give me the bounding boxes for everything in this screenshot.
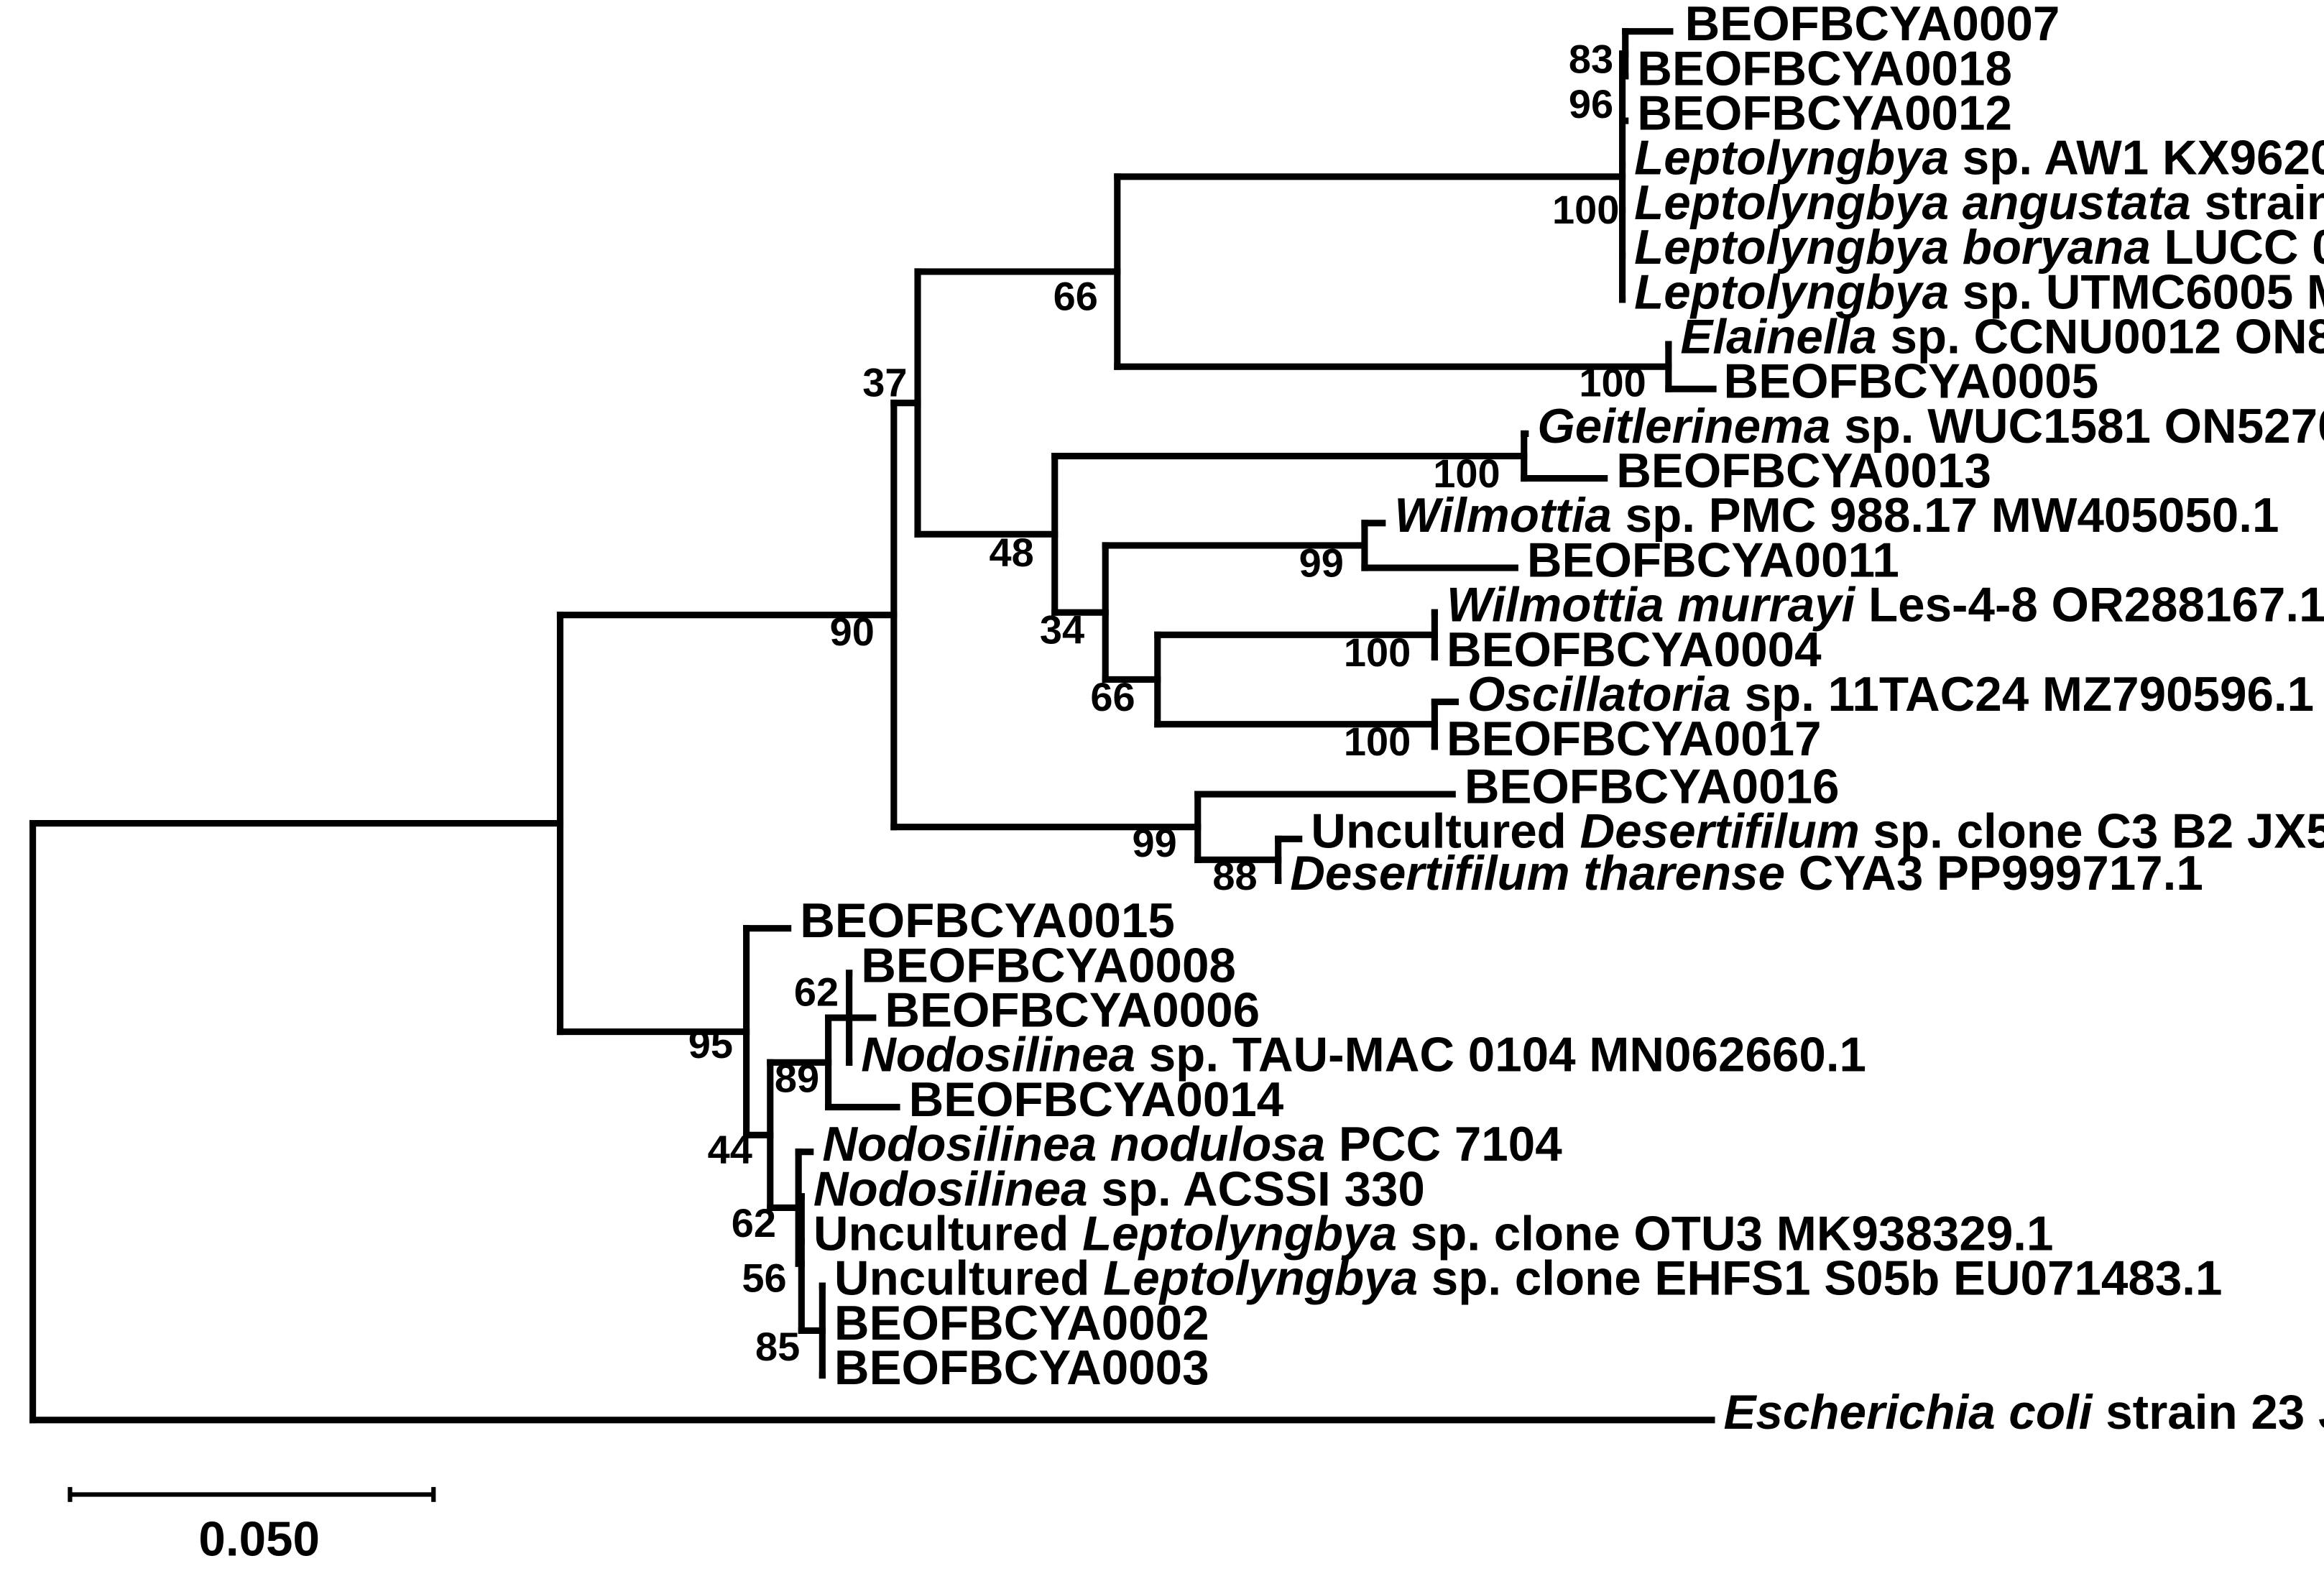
leaf-label-wilmottia-sp: Wilmottia sp. PMC 988.17 MW405050.1 (1394, 489, 2279, 543)
leaf-label-d-tharense: Desertifilum tharense CYA3 PP999717.1 (1290, 847, 2203, 901)
support-value-15: 88 (1212, 853, 1257, 898)
leaf-label-ecoli: Escherichia coli strain 23 JX467700.1 (1724, 1386, 2324, 1440)
leaf-label-unc-desert: Uncultured Desertifilum sp. clone C3 B2 … (1311, 805, 2324, 859)
leaf-label-a0018: BEOFBCYA0018 (1637, 42, 2012, 96)
leaf-label-a0013: BEOFBCYA0013 (1616, 444, 1991, 498)
scale-bar-label: 0.050 (198, 1512, 320, 1566)
support-value-12: 48 (989, 530, 1033, 575)
leaf-label-unc-otu3: Uncultured Leptolyngbya sp. clone OTU3 M… (813, 1207, 2054, 1261)
leaf-label-unc-ehfs1: Uncultured Leptolyngbya sp. clone EHFS1 … (834, 1252, 2223, 1306)
support-value-8: 100 (1344, 630, 1411, 675)
leaf-label-l-boryana: Leptolyngbya boryana LUCC 027 KF425551.1 (1634, 221, 2324, 275)
support-value-5: 66 (1053, 273, 1098, 318)
support-value-7: 99 (1299, 540, 1344, 585)
support-value-16: 90 (830, 609, 875, 654)
support-value-18: 89 (775, 1056, 819, 1101)
leaf-label-a0002: BEOFBCYA0002 (834, 1297, 1209, 1350)
support-value-3: 100 (1552, 187, 1619, 232)
leaf-label-l-angustata: Leptolyngbya angustata strain CPCC 473 N… (1634, 176, 2324, 230)
leaf-label-a0004: BEOFBCYA0004 (1447, 623, 1822, 677)
leaf-label-a0014: BEOFBCYA0014 (909, 1073, 1284, 1127)
leaf-label-w-murrayi: Wilmottia murrayi Les-4-8 OR288167.1 (1447, 579, 2324, 632)
leaf-label-lsp-utmc: Leptolyngbya sp. UTMC6005 MN733316.1 (1634, 265, 2324, 319)
support-value-20: 85 (755, 1324, 800, 1369)
leaf-label-a0017: BEOFBCYA0017 (1447, 712, 1822, 766)
leaf-label-a0016: BEOFBCYA0016 (1465, 760, 1840, 814)
leaf-label-oscillatoria: Oscillatoria sp. 11TAC24 MZ790596.1 (1467, 668, 2314, 722)
leaf-label-nodo-acssi: Nodosilinea sp. ACSSI 330 (813, 1162, 1425, 1216)
leaf-label-a0011: BEOFBCYA0011 (1527, 533, 1899, 587)
leaf-labels: BEOFBCYA0007BEOFBCYA0018BEOFBCYA0012Lept… (800, 0, 2324, 1440)
support-value-1: 83 (1569, 37, 1613, 82)
support-value-10: 66 (1090, 674, 1135, 719)
support-value-6: 100 (1433, 451, 1500, 496)
leaf-label-n-nodulosa: Nodosilinea nodulosa PCC 7104 (822, 1118, 1562, 1171)
leaf-label-a0003: BEOFBCYA0003 (834, 1341, 1209, 1395)
leaf-label-a0006: BEOFBCYA0006 (885, 984, 1260, 1038)
leaf-label-a0008: BEOFBCYA0008 (861, 939, 1236, 993)
leaf-label-nodo-tau: Nodosilinea sp. TAU-MAC 0104 MN062660.1 (861, 1028, 1866, 1082)
support-value-17: 62 (794, 969, 839, 1014)
leaf-label-a0012: BEOFBCYA0012 (1637, 87, 2012, 141)
support-value-11: 34 (1040, 607, 1084, 653)
tree-branches (29, 28, 1717, 1424)
support-value-4: 100 (1579, 360, 1646, 405)
support-value-13: 37 (862, 360, 907, 405)
leaf-label-lsp-aw1: Leptolyngbya sp. AW1 KX962074.1 (1634, 132, 2324, 185)
support-value-14: 99 (1132, 820, 1176, 865)
leaf-label-geitlerinema: Geitlerinema sp. WUC1581 ON527051.1 (1537, 400, 2324, 453)
leaf-label-a0007: BEOFBCYA0007 (1685, 0, 2060, 51)
leaf-label-a0015: BEOFBCYA0015 (800, 894, 1175, 948)
support-value-19: 56 (742, 1256, 786, 1301)
bootstrap-support-values: 8396100100661009910010066344837998890628… (688, 37, 1646, 1369)
support-value-2: 96 (1569, 81, 1613, 126)
support-value-22: 44 (708, 1127, 752, 1172)
leaf-label-a0005: BEOFBCYA0005 (1724, 355, 2099, 409)
leaf-label-elainella: Elainella sp. CCNU0012 ON838240.1 (1680, 310, 2324, 364)
support-value-23: 95 (688, 1021, 733, 1067)
support-value-21: 62 (732, 1200, 776, 1245)
scale-bar-group: 0.050 (68, 1487, 436, 1566)
support-value-9: 100 (1344, 719, 1411, 764)
